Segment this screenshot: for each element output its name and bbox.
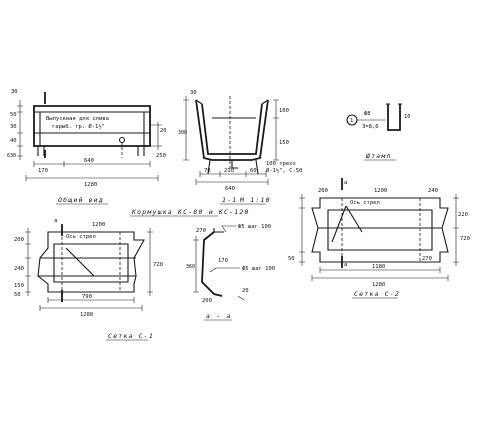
c1-dim-720: 720 xyxy=(153,262,163,268)
aa-dim-200: 200 xyxy=(202,298,212,304)
c1-dim-790: 790 xyxy=(82,294,92,300)
gv-label-inner2: гарыб. тр. Ø-1½" xyxy=(52,123,105,130)
s11-scale: М 1:10 xyxy=(239,196,271,204)
stamp-d2: 3=8,6 xyxy=(362,124,379,130)
aa-dim-170: 170 xyxy=(218,258,228,264)
c1-dim-1280: 1280 xyxy=(80,312,93,318)
c2-marker-bottom: а xyxy=(344,262,347,268)
c2-label: Ось стрел xyxy=(350,200,380,206)
s11-note2: Ø-1½", С-50 xyxy=(266,167,302,174)
c1-label: Ось стрел xyxy=(66,234,96,240)
c1-dim-50: 50 xyxy=(14,292,21,298)
section-1-1: 30 300 100 150 70 210 60 640 100 трехх Ø… xyxy=(178,90,302,205)
c1-marker-top: а xyxy=(54,218,57,224)
s11-dim-70: 70 xyxy=(204,168,211,174)
c2-dim-50: 50 xyxy=(288,256,295,262)
gv-dim-30b: 30 xyxy=(10,124,17,130)
stamp-marker: 1 xyxy=(350,118,353,124)
section-a-a: Ф5 шаг 100 Ф5 шаг 100 270 360 200 20 170… xyxy=(186,224,275,321)
aa-caption: а - а xyxy=(206,312,232,320)
c2-dim-220: 220 xyxy=(458,212,468,218)
gv-dim-170: 170 xyxy=(38,168,48,174)
s11-dim-210: 210 xyxy=(224,168,234,174)
c1-dim-1200: 1200 xyxy=(92,222,105,228)
s11-dim-30: 30 xyxy=(190,90,197,96)
s11-dim-60: 60 xyxy=(250,168,257,174)
c2-dim-260: 260 xyxy=(318,188,328,194)
s11-dim-300: 300 xyxy=(178,130,187,136)
gv-dim-250: 250 xyxy=(156,153,166,159)
c2-dim-1200: 1200 xyxy=(374,188,387,194)
stamp-detail: 1 Ф8 3=8,6 10 Штамп xyxy=(346,103,411,161)
c2-caption: Сетка С-2 xyxy=(354,290,400,298)
grid-c2: а а Ось стрел 260 1200 240 220 720 50 27… xyxy=(288,178,470,299)
c2-marker-top: а xyxy=(344,180,347,186)
c2-dim-1180: 1180 xyxy=(372,264,385,270)
gv-dim-640: 640 xyxy=(84,158,94,164)
gv-label-inner: Выпускная для слива xyxy=(46,116,109,122)
stamp-caption: Штамп xyxy=(365,152,392,160)
general-view: Выпускная для слива гарыб. тр. Ø-1½" 30 … xyxy=(7,89,167,205)
s11-dim-640: 640 xyxy=(225,186,235,192)
s11-note1: 100 трехх xyxy=(266,161,296,167)
aa-dim-270: 270 xyxy=(196,228,206,234)
aa-dim-20: 20 xyxy=(242,288,249,294)
main-title: Кормушка КС-80 и КС-120 xyxy=(131,208,250,216)
grid-c1: а Ось стрел 1200 200 240 150 50 720 790 … xyxy=(14,218,163,341)
gv-dim-30a: 30 xyxy=(11,89,18,95)
c1-dim-200: 200 xyxy=(14,237,24,243)
stamp-d1: Ф8 xyxy=(364,111,371,117)
s11-caption: 1-1 xyxy=(222,196,237,204)
gv-caption: Общий вид xyxy=(58,196,104,204)
c1-caption: Сетка С-1 xyxy=(108,332,154,340)
c2-dim-270: 270 xyxy=(422,256,432,262)
c1-dim-240: 240 xyxy=(14,266,24,272)
stamp-d3: 10 xyxy=(404,114,411,120)
gv-dim-630: 630 xyxy=(7,153,16,159)
c1-dim-150: 150 xyxy=(14,283,24,289)
gv-dim-20: 20 xyxy=(160,128,167,134)
c2-dim-720: 720 xyxy=(460,236,470,242)
aa-dim-360: 360 xyxy=(186,264,195,270)
s11-dim-100: 100 xyxy=(279,108,289,114)
s11-dim-150: 150 xyxy=(279,140,289,146)
gv-dim-1280: 1280 xyxy=(84,182,97,188)
aa-mid-note: Ф5 шаг 100 xyxy=(242,266,275,272)
c2-dim-240: 240 xyxy=(428,188,438,194)
c2-dim-1280: 1280 xyxy=(372,282,385,288)
aa-top-note: Ф5 шаг 100 xyxy=(238,224,271,230)
gv-dim-50: 50 xyxy=(10,112,17,118)
gv-dim-40: 40 xyxy=(10,138,17,144)
